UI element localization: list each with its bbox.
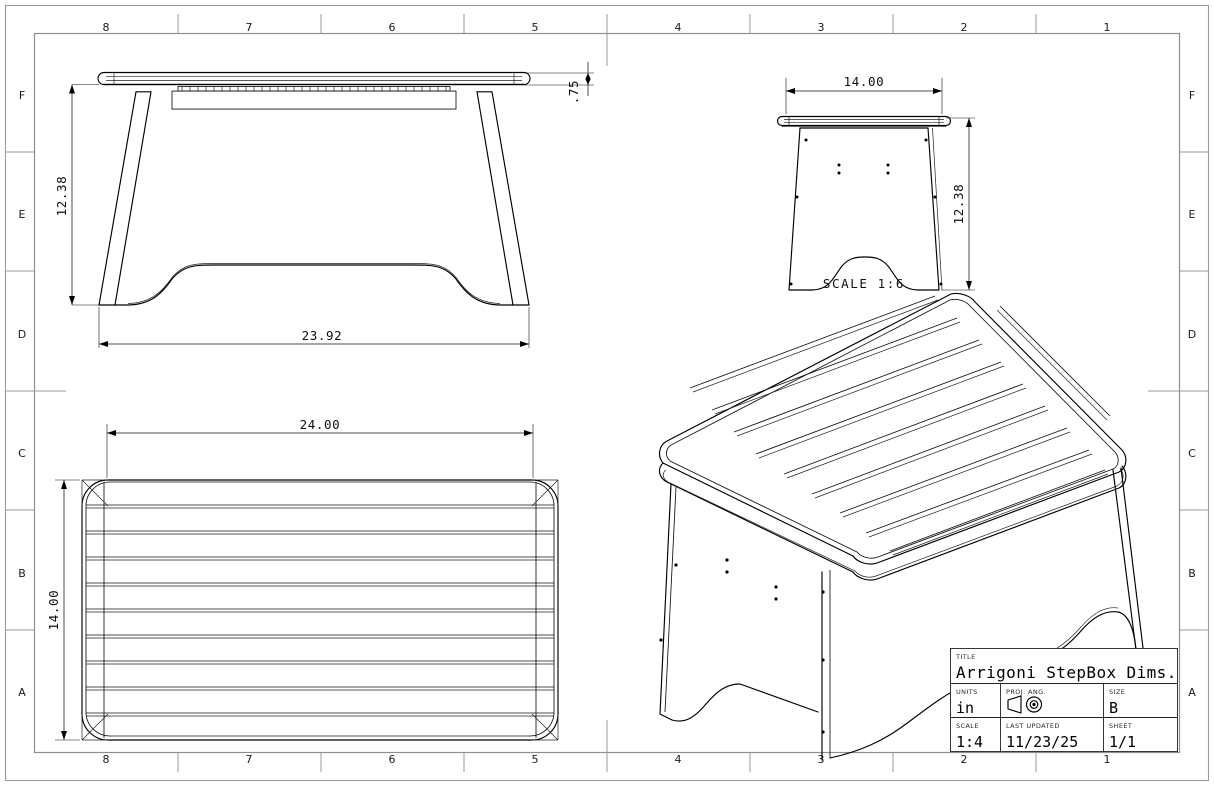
dimension-plan-depth-14-00: 14.00 [46, 479, 80, 741]
zone-bottom-8: 8 [103, 753, 110, 766]
zone-right-F: F [1189, 89, 1195, 102]
dim-label-plan-length: 24.00 [300, 417, 341, 432]
dimension-width-23-92: 23.92 [98, 307, 530, 348]
zone-bottom-3: 3 [818, 753, 825, 766]
title-block-scale-value: 1:4 [956, 733, 983, 751]
dimension-height-12-38: 12.38 [54, 84, 99, 306]
rail-hatch [181, 86, 447, 92]
zone-ticks-top [177, 14, 1037, 33]
zone-left-E: E [19, 208, 26, 221]
zone-top-5: 5 [532, 21, 539, 34]
title-block-title-key: TITLE [955, 653, 976, 661]
zone-left-B: B [18, 567, 26, 580]
zone-bottom-1: 1 [1104, 753, 1111, 766]
side-elevation-geometry [776, 115, 952, 291]
zone-top-8: 8 [103, 21, 110, 34]
dimension-depth-14-00: 14.00 [785, 74, 943, 114]
dimension-length-24-00: 24.00 [106, 417, 534, 478]
zone-bottom-2: 2 [961, 753, 968, 766]
title-block-sheet-key: SHEET [1109, 722, 1132, 730]
zone-right-D: D [1188, 328, 1196, 341]
dim-label-plan-depth: 14.00 [46, 590, 61, 631]
zone-top-6: 6 [389, 21, 396, 34]
zone-ticks-left [6, 151, 34, 631]
dim-label-front-width: 23.92 [302, 328, 343, 343]
first-angle-projection-icon [1007, 695, 1043, 714]
zone-right-B: B [1188, 567, 1196, 580]
title-block-scale-key: SCALE [956, 722, 979, 730]
zone-right-E: E [1189, 208, 1196, 221]
zone-bottom-5: 5 [532, 753, 539, 766]
zone-bottom-7: 7 [246, 753, 253, 766]
title-block-size-value: B [1109, 699, 1118, 717]
dim-label-side-height: 12.38 [951, 184, 966, 225]
outer-border [4, 4, 1210, 782]
iso-slat-lines [689, 295, 1111, 556]
title-block-size-key: SIZE [1109, 688, 1125, 696]
zone-left-C: C [18, 447, 26, 460]
title-block-last-updated-value: 11/23/25 [1006, 733, 1078, 751]
front-elevation-geometry [97, 71, 531, 306]
title-block-sheet-value: 1/1 [1109, 733, 1136, 751]
dim-label-side-depth: 14.00 [844, 74, 885, 89]
top-plan-geometry [81, 479, 559, 741]
title-block-last-updated-key: LAST UPDATED [1006, 722, 1060, 730]
title-block-units-key: UNITS [956, 688, 978, 696]
zone-top-3: 3 [818, 21, 825, 34]
zone-left-F: F [19, 89, 25, 102]
zone-left-D: D [18, 328, 26, 341]
side-view-scale-note: SCALE 1:6 [823, 276, 905, 291]
zone-top-7: 7 [246, 21, 253, 34]
zone-bottom-4: 4 [675, 753, 682, 766]
zone-right-A: A [1188, 686, 1196, 699]
dim-label-front-thickness: .75 [566, 80, 581, 104]
title-block-proj-angle-key: PROJ. ANG. [1006, 688, 1046, 696]
title-block-title-value: Arrigoni StepBox Dims. [956, 663, 1177, 682]
title-block-units-value: in [956, 699, 974, 717]
zone-top-4: 4 [675, 21, 682, 34]
dim-label-front-height: 12.38 [54, 176, 69, 217]
zone-top-1: 1 [1104, 21, 1111, 34]
zone-top-2: 2 [961, 21, 968, 34]
isometric-geometry [658, 292, 1144, 761]
zone-right-C: C [1188, 447, 1196, 460]
zone-ticks-bottom [177, 753, 1037, 772]
dimension-thickness-075: .75 [524, 62, 594, 104]
dimension-side-height-12-38: 12.38 [941, 117, 975, 291]
zone-left-A: A [18, 686, 26, 699]
slat-lines [86, 504, 554, 717]
zone-bottom-6: 6 [389, 753, 396, 766]
zone-ticks-right [1180, 151, 1208, 631]
